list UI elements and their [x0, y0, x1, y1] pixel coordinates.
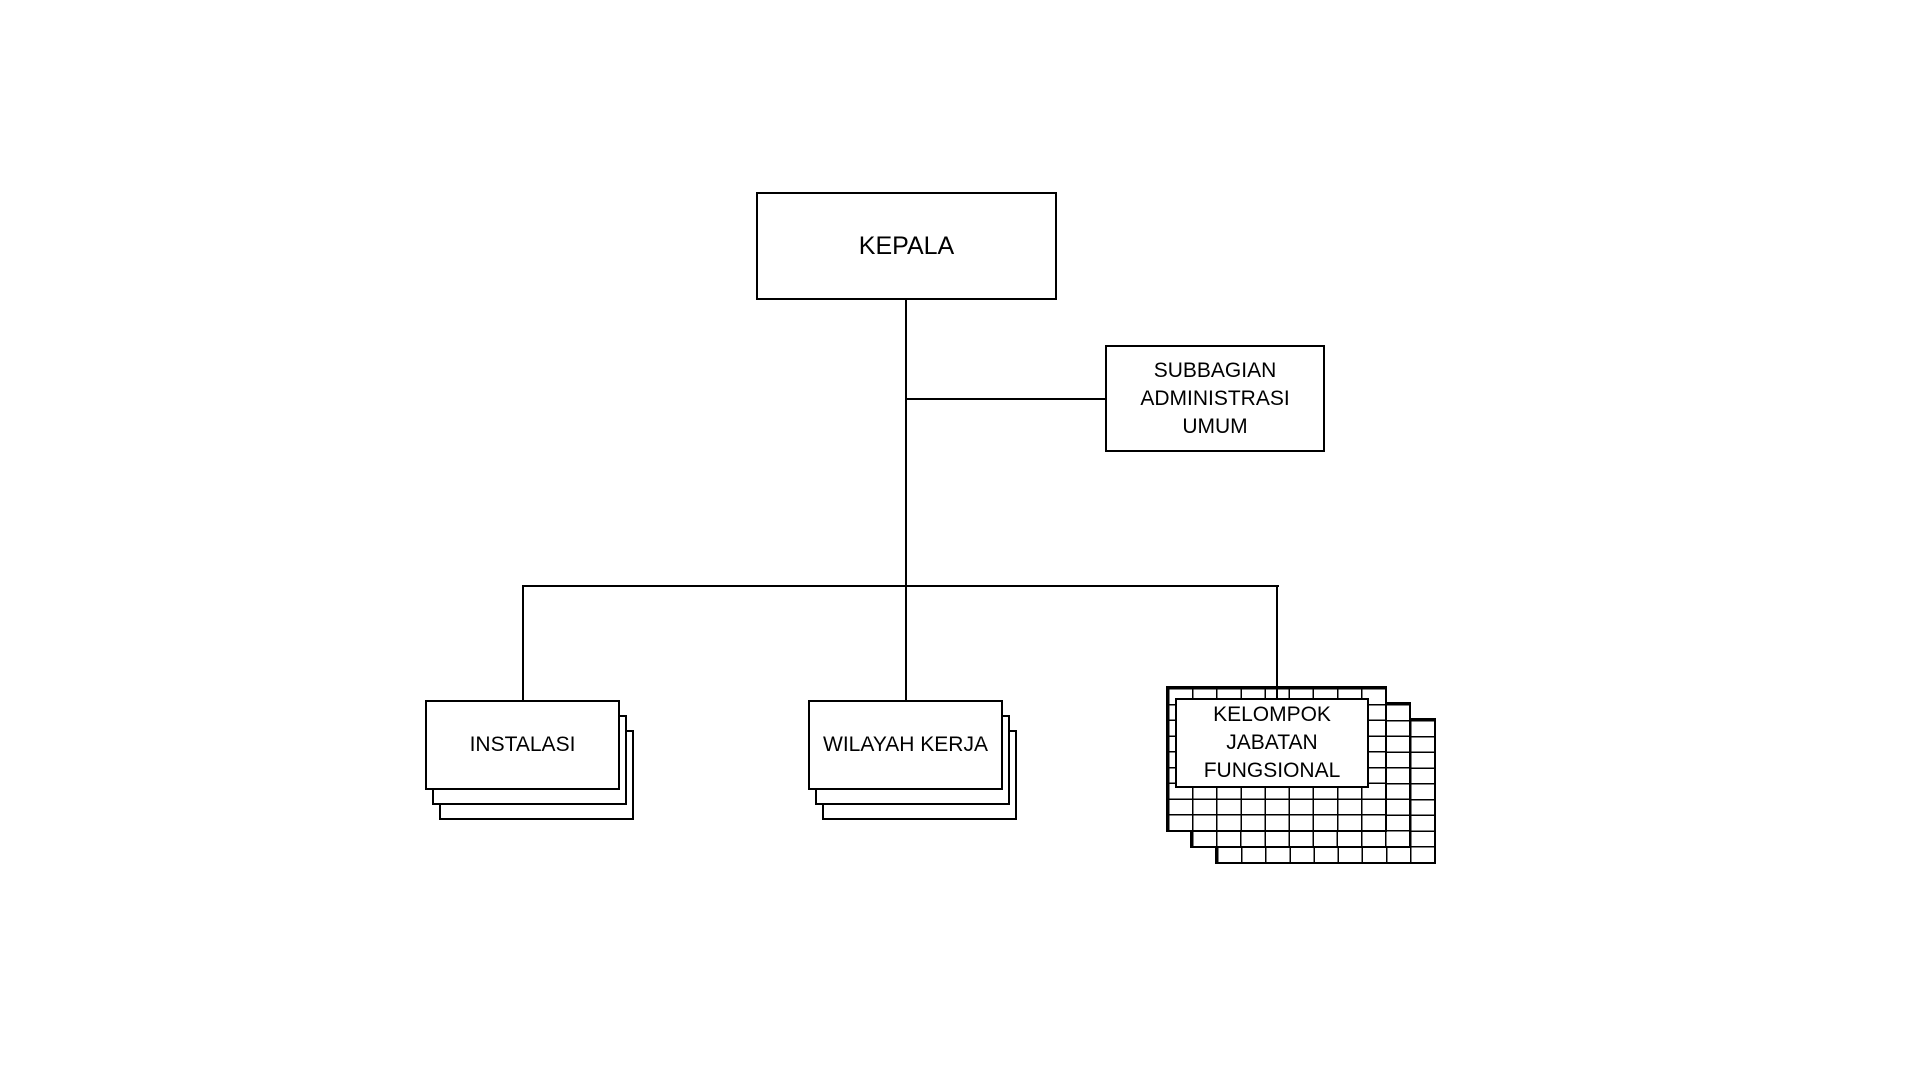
- node-kepala: KEPALA: [756, 192, 1057, 300]
- connector-drop-wilayah-kerja: [905, 585, 907, 702]
- connector-drop-instalasi: [522, 585, 524, 702]
- connector-branch-subbagian: [906, 398, 1107, 400]
- node-kelompok-label: KELOMPOK JABATAN FUNGSIONAL: [1203, 703, 1341, 782]
- node-wilayah-kerja-label: WILAYAH KERJA: [823, 733, 988, 756]
- node-wilayah-kerja: WILAYAH KERJA: [808, 700, 1003, 790]
- connector-tbar: [522, 585, 1279, 587]
- node-instalasi-label: INSTALASI: [469, 733, 576, 756]
- node-subbagian-label: SUBBAGIAN ADMINISTRASI UMUM: [1140, 358, 1290, 438]
- connector-drop-kelompok: [1276, 585, 1278, 700]
- node-instalasi: INSTALASI: [425, 700, 620, 790]
- connector-kepala-trunk: [905, 299, 907, 587]
- node-subbagian-administrasi-umum: SUBBAGIAN ADMINISTRASI UMUM: [1105, 345, 1325, 452]
- node-kelompok-jabatan-fungsional: KELOMPOK JABATAN FUNGSIONAL: [1175, 698, 1369, 788]
- node-kepala-label: KEPALA: [858, 232, 955, 260]
